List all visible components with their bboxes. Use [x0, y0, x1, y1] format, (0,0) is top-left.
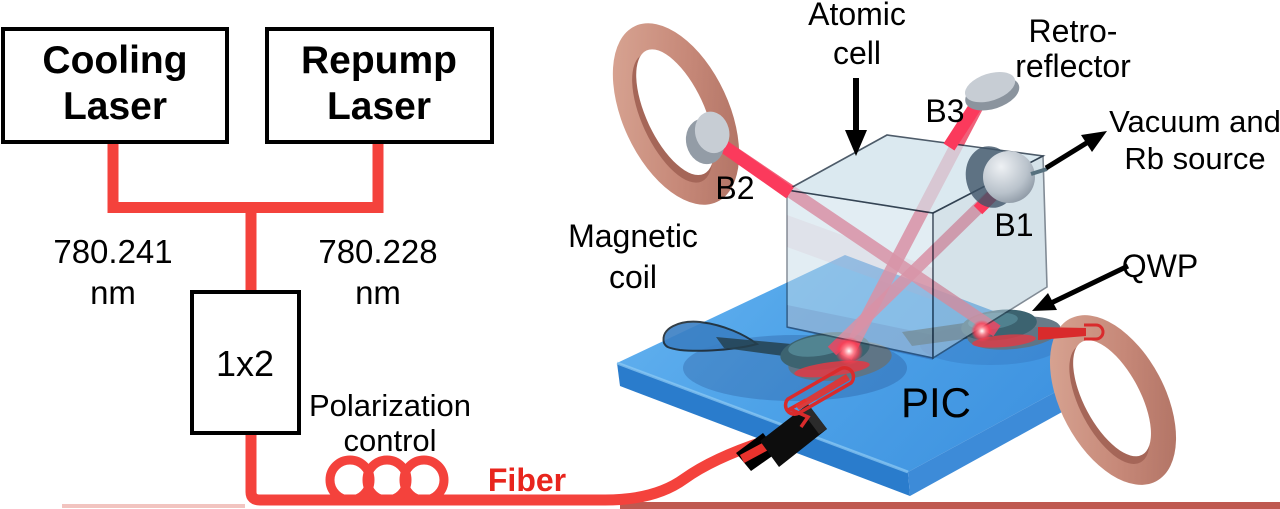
cooling-laser-label-line2: Laser	[63, 85, 167, 128]
annotation-arrows	[845, 78, 1130, 311]
qwp-arrow-head	[1032, 293, 1057, 311]
fiber-loop-3	[399, 455, 449, 505]
cooling-laser-box	[1, 27, 229, 144]
atomic-cell-label-line2: cell	[833, 35, 881, 71]
repump-wavelength-value: 780.228	[318, 233, 437, 270]
mirror-b2-face	[694, 111, 730, 154]
polarization-label-line1: Polarization	[309, 388, 471, 423]
repump-laser-label-line2: Laser	[327, 85, 431, 128]
cooling-laser-label-line1: Cooling	[42, 39, 187, 82]
beam-b1-label: B1	[994, 207, 1033, 243]
waveguide-taper-right	[1038, 327, 1086, 340]
magnetic-coil-label-line1: Magnetic	[568, 218, 698, 254]
coil-right-hole	[1073, 340, 1151, 457]
retro-reflector-label-line2: reflector	[1015, 48, 1131, 84]
vacuum-arrow-head	[1081, 131, 1107, 152]
mot-scene: Atomic cell Retro- reflector Vacuum and …	[568, 0, 1280, 496]
magnetic-coil-right	[1049, 315, 1177, 485]
waveguide-loop-right	[1084, 323, 1105, 341]
vacuum-arrow-shaft	[1044, 136, 1095, 171]
retro-reflector-mirror	[964, 72, 1020, 111]
retro-reflector-label-line1: Retro-	[1029, 13, 1118, 49]
beam-glow-right	[971, 320, 993, 342]
connector-body-facet	[801, 404, 827, 434]
beam-b3-label: B3	[925, 93, 964, 129]
qwp-label: QWP	[1122, 248, 1198, 284]
repump-laser-box	[265, 27, 494, 144]
onchip-waveguides	[783, 323, 1105, 429]
pic-chip-front-left-face	[617, 363, 910, 496]
waveguide-paperclip-left	[783, 366, 856, 416]
fiber-line	[245, 428, 781, 506]
fiber-label: Fiber	[488, 462, 566, 498]
laser-flowchart: Cooling Laser Repump Laser 780.241 nm 78…	[1, 27, 781, 506]
repump-laser-label-line1: Repump	[301, 39, 457, 82]
beam-b2-bright	[712, 135, 794, 199]
pic-label: PIC	[901, 379, 971, 426]
qwp-arrow-shaft	[1047, 263, 1130, 307]
mirror-b2	[685, 111, 730, 165]
splitter-label: 1x2	[216, 343, 274, 384]
beam-b2-label: B2	[715, 170, 754, 206]
splitter-box	[190, 290, 301, 435]
repump-wavelength-unit: nm	[355, 274, 401, 311]
beam-glow-left	[835, 337, 863, 365]
vacuum-label-line1: Vacuum and	[1109, 104, 1280, 139]
vacuum-label-line2: Rb source	[1124, 141, 1265, 176]
polarization-label-line2: control	[343, 423, 436, 458]
chip-edge-sheen	[616, 361, 909, 474]
bottom-strip-left	[62, 504, 245, 508]
fiber-connector	[736, 404, 827, 471]
atomic-cell-arrow-head	[845, 130, 867, 156]
retro-mirror-face	[964, 72, 1016, 103]
cooling-wavelength-value: 780.241	[53, 233, 172, 270]
cooling-wavelength-unit: nm	[90, 274, 136, 311]
mirror-b1-sphere	[983, 151, 1035, 203]
bottom-strip-right	[620, 502, 1280, 509]
waveguide-taper-left	[795, 374, 850, 410]
vacuum-tube-stub	[1030, 167, 1048, 176]
magnetic-coil-label-line2: coil	[609, 259, 657, 295]
atomic-cell-label-line1: Atomic	[808, 0, 906, 32]
